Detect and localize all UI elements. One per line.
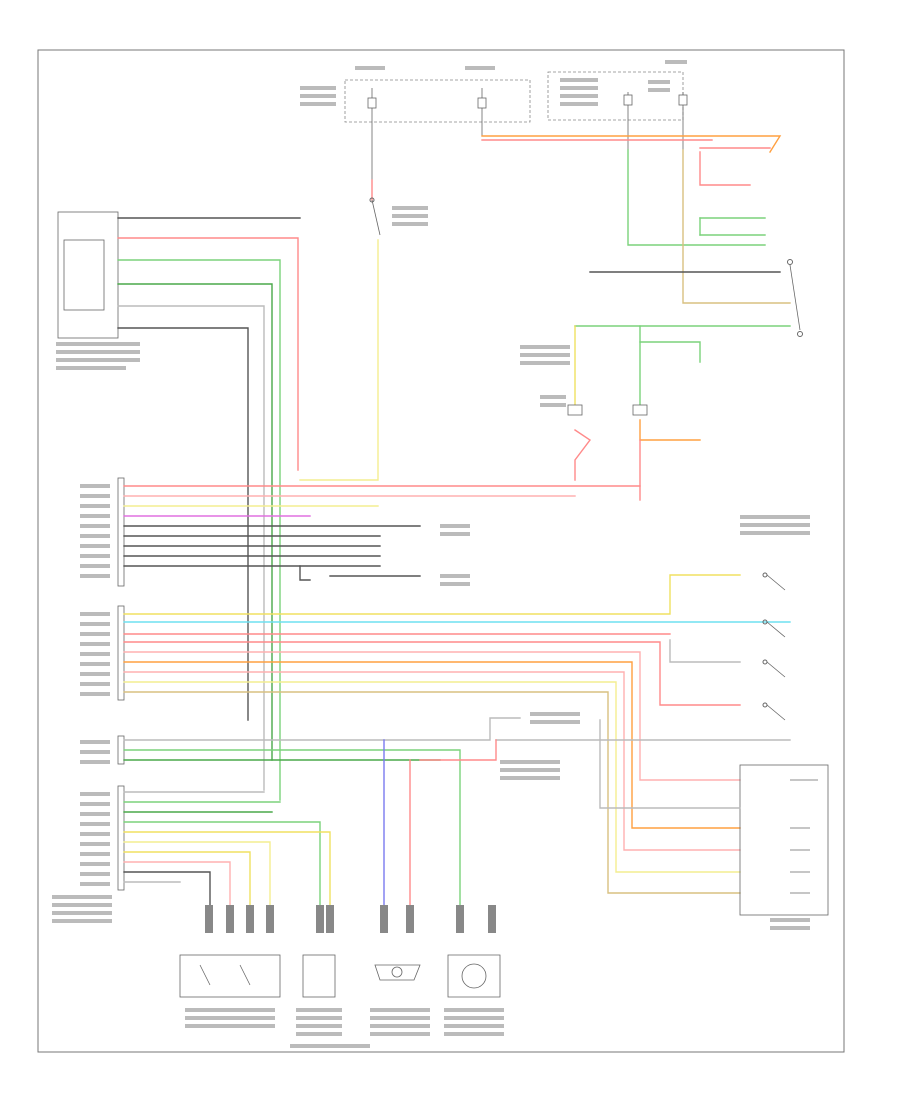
pcm-wires-group-3: [123, 712, 791, 906]
pcm-wires-group-1: [123, 485, 641, 586]
pressure-sensor-box: [179, 954, 281, 998]
pcm-connector: [52, 477, 125, 923]
fuse-box-left: [344, 79, 531, 123]
top-power-wires: [481, 135, 803, 337]
transmission-connector: [599, 719, 829, 930]
speed-sensor-2: [447, 954, 501, 998]
speed-sensor-1: [374, 964, 421, 981]
right-upper-modules: [520, 325, 791, 501]
sensor-connectors: [205, 905, 496, 933]
diagram-border: [37, 49, 845, 1053]
pcm-pin-labels: [52, 484, 112, 923]
solenoid-box: [302, 954, 336, 998]
pcm-wires-group-4: [123, 791, 331, 906]
top-fuse-area: [300, 60, 688, 180]
trans-relay: [299, 179, 428, 481]
bottom-sensors: [179, 905, 504, 1048]
range-switch-connector: [56, 211, 301, 801]
pcm-wires-group-2: [123, 515, 810, 894]
fuse-box-right: [547, 71, 684, 121]
